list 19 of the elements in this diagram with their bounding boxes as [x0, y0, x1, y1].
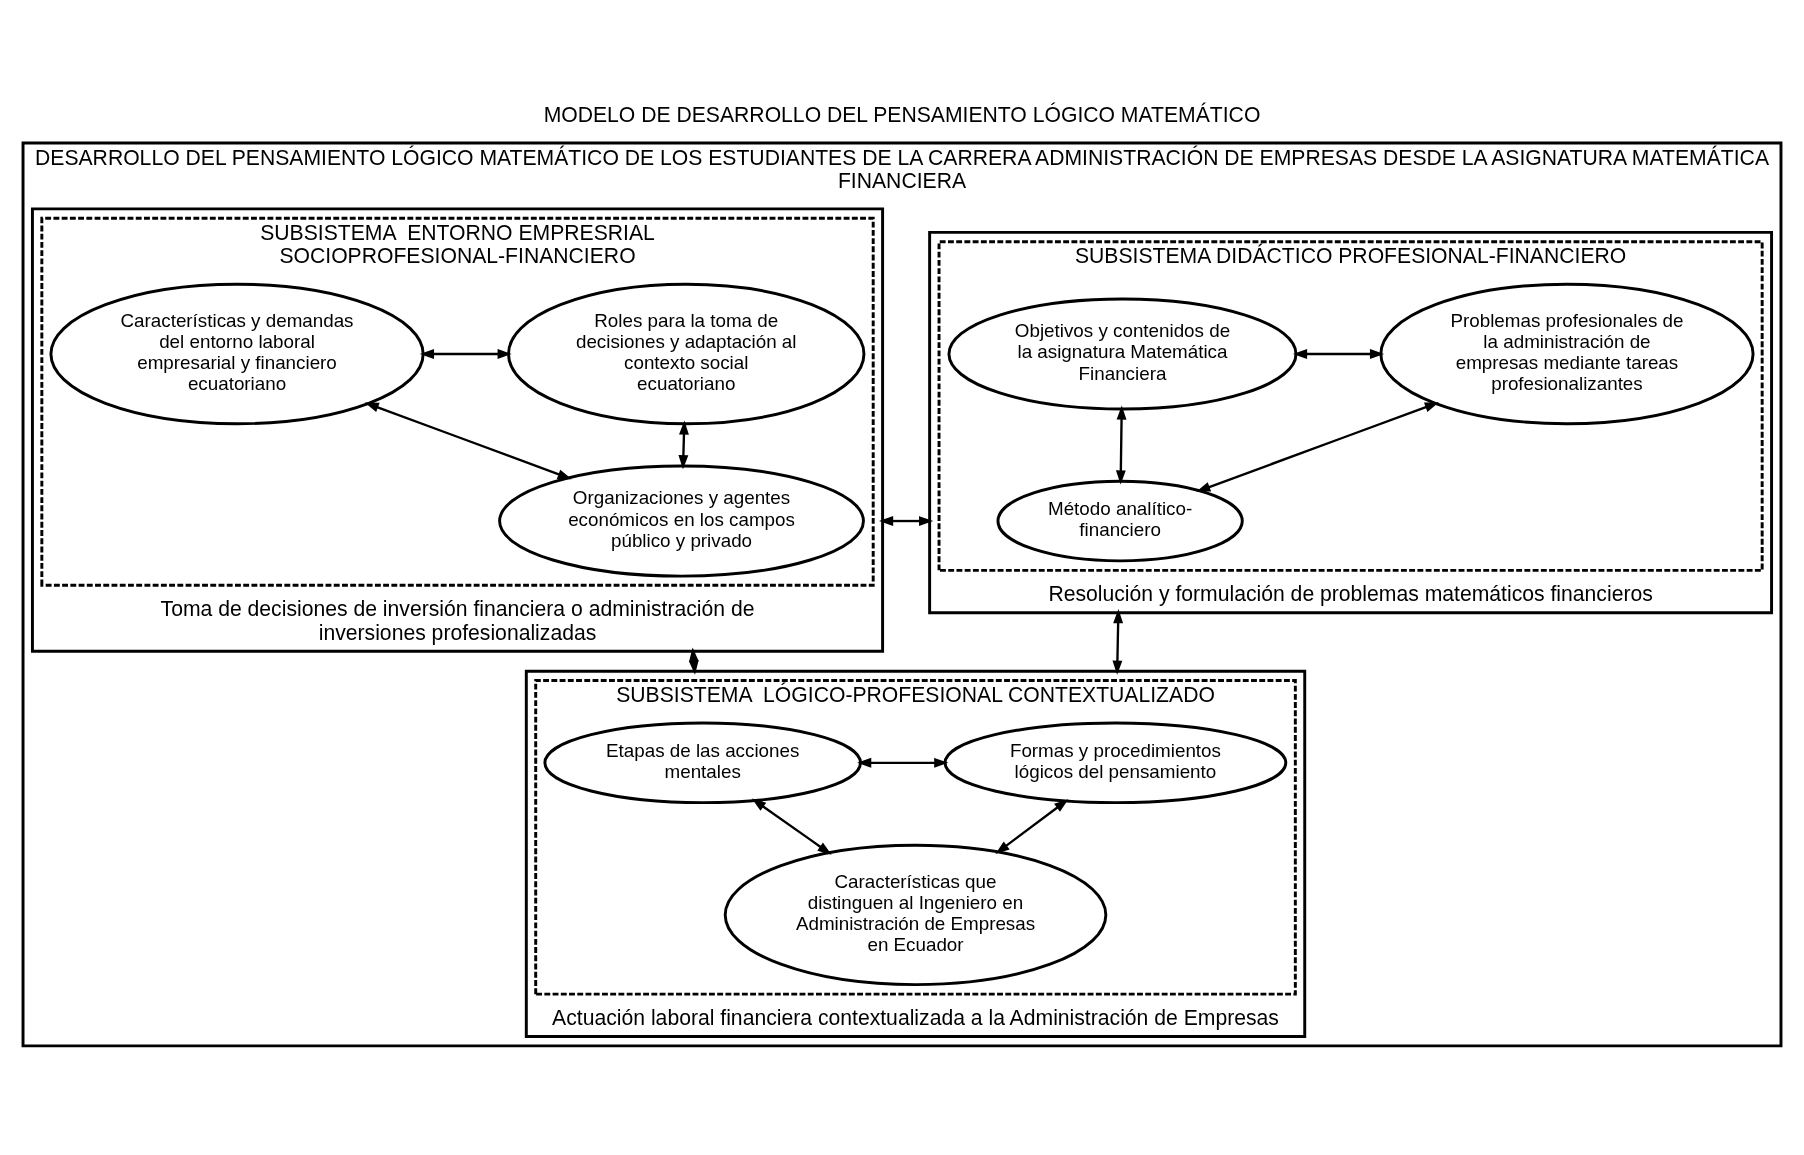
node-ellipse: Objetivos y contenidos de la asignatura Matemática Financiera [947, 296, 1298, 411]
node-ellipse: Problemas profesionales de la administración de empresas mediante tareas profesionalizantes [1379, 282, 1755, 425]
arrow [419, 348, 512, 359]
node-ellipse: Etapas de las acciones mentales [543, 721, 862, 804]
node-ellipse: Organizaciones y agentes económicos en los campos público y privado [498, 464, 865, 578]
node-ellipse: Roles para la toma de decisiones y adaptación al contexto social ecuatoriano [507, 282, 866, 425]
arrow [1115, 405, 1127, 484]
node-ellipse: Características y demandas del entorno laboral empresarial y financiero ecuatoriano [49, 282, 425, 425]
arrow [751, 798, 832, 855]
arrow [1112, 608, 1124, 675]
arrow [364, 401, 572, 479]
arrow [857, 757, 949, 768]
arrow [995, 798, 1069, 854]
arrow [1292, 348, 1385, 359]
diagram-title: MODELO DE DESARROLLO DEL PENSAMIENTO LÓGICO MATEMÁTICO [543, 102, 1261, 126]
node-ellipse: Formas y procedimientos lógicos del pensamiento [943, 721, 1288, 804]
arrow [879, 515, 934, 526]
arrow [1196, 401, 1439, 492]
arrow [678, 420, 689, 469]
